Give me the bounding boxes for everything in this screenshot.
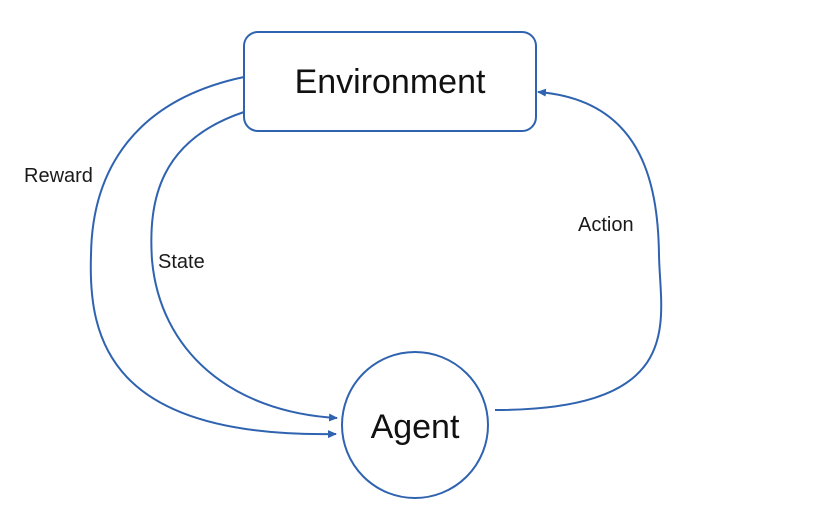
agent-node: Agent: [341, 351, 489, 499]
agent-circle: [341, 351, 489, 499]
action-arrow: [494, 88, 663, 411]
state-label: State: [158, 251, 205, 273]
environment-box: [243, 31, 537, 132]
environment-label: Environment: [295, 63, 486, 101]
environment-node: Environment: [243, 31, 537, 132]
reward-label: Reward: [24, 165, 93, 187]
agent-label: Agent: [371, 408, 460, 446]
reward-arrow: [89, 76, 337, 439]
state-arrow: [150, 111, 338, 422]
action-label: Action: [578, 214, 634, 236]
